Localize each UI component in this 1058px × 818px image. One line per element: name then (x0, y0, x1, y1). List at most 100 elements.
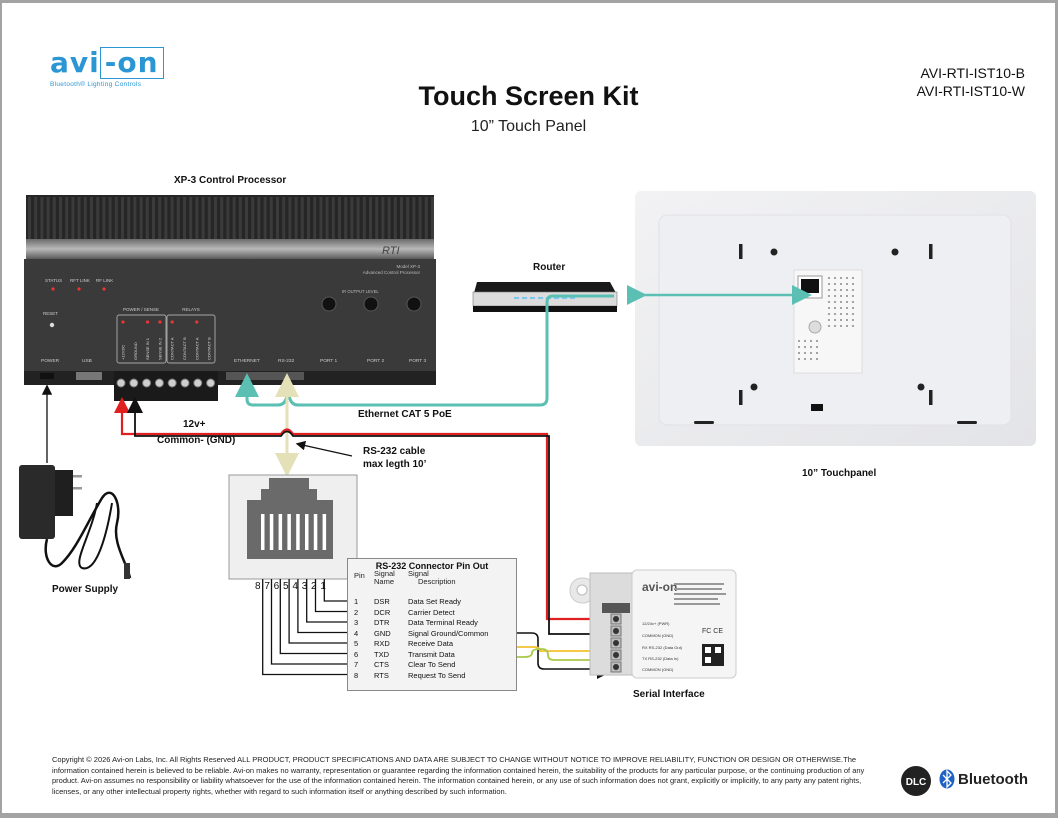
heatsink-fin (251, 197, 255, 239)
heatsink-fin (214, 197, 217, 239)
router-label: Router (533, 262, 566, 273)
pinout-header-desc-1: Signal (408, 569, 429, 578)
router-led (530, 297, 535, 299)
terminal-label: CONTACT B (182, 337, 187, 360)
rj45-pin-wires (262, 579, 347, 676)
terminal-label: CONTACT A (170, 337, 175, 360)
rj45-pin-numbers: 8 7 6 5 4 3 2 1 (255, 581, 326, 592)
vent-hole (828, 307, 830, 309)
heatsink-fin (319, 197, 323, 239)
vent-hole (834, 277, 836, 279)
vent-hole (846, 289, 848, 291)
heatsink-fin (381, 197, 385, 239)
relays-label: RELAYS (182, 307, 199, 312)
heatsink-fin (133, 197, 137, 239)
pinout-title: RS-232 Connector Pin Out (375, 561, 489, 571)
power-positive-label: 12v+ (183, 419, 206, 430)
vent-hole (828, 313, 830, 315)
serial-terminal-label-5: COMMON (GND) (642, 667, 674, 672)
ir-knob-1[interactable] (321, 296, 337, 312)
vent-hole (846, 301, 848, 303)
rs232-note-line2: max legth 10’ (363, 459, 427, 470)
bluetooth-icon (939, 769, 955, 789)
signal-description: Receive Data (408, 639, 454, 648)
heatsink-fin (338, 197, 341, 239)
ir-knob-3[interactable] (406, 296, 422, 312)
pin-wire (314, 579, 347, 613)
screw-terminal (180, 378, 190, 388)
heatsink-fin (127, 197, 131, 239)
terminal-led (121, 320, 125, 324)
serial-interface-label: Serial Interface (633, 689, 705, 700)
vent-hole (810, 358, 812, 360)
vent-hole (828, 289, 830, 291)
power-common-label: Common- (GND) (157, 435, 236, 446)
port-label-rs232: RS-232 (278, 358, 295, 364)
status-led (51, 287, 55, 291)
rj45-contact (296, 514, 300, 550)
pin-number: 4 (354, 628, 359, 638)
terminal-label: CONTACT A (194, 337, 199, 360)
ir-knob-2[interactable] (363, 296, 379, 312)
signal-name: RXD (374, 639, 390, 648)
heatsink-fin (114, 197, 118, 239)
heatsink-fin (412, 197, 416, 239)
terminal-label: GROUND (133, 342, 138, 360)
heatsink-fin (28, 197, 31, 239)
heatsink-fin (232, 197, 236, 239)
led-label-rf-link: RF LINK (96, 278, 113, 283)
vent-hole (804, 346, 806, 348)
processor-label: XP-3 Control Processor (174, 175, 287, 186)
heatsink-fin (257, 197, 261, 239)
rj45-contact (313, 514, 318, 550)
heatsink-fin (269, 197, 273, 239)
vent-hole (804, 358, 806, 360)
terminal-block (114, 371, 218, 401)
heatsink-fin (369, 197, 372, 239)
rs232-note-arrow (295, 440, 353, 457)
heatsink-fin (325, 197, 329, 239)
vent-hole (840, 283, 842, 285)
port-label-power: POWER (41, 358, 60, 364)
vent-hole (834, 295, 836, 297)
vent-hole (828, 301, 830, 303)
reset-button[interactable] (49, 322, 55, 328)
serial-terminal-screw (613, 640, 619, 646)
vent-hole (798, 358, 800, 360)
heatsink-fin (164, 197, 168, 239)
serial-terminal-screw (613, 628, 619, 634)
power-supply-image (19, 465, 132, 579)
rj45-contact (322, 514, 327, 550)
serial-terminal-screw (613, 664, 619, 670)
dlc-badge-text: DLC (906, 777, 927, 788)
heatsink-fin (344, 197, 348, 239)
heatsink-fin (52, 197, 56, 239)
heatsink-fin (300, 197, 304, 239)
vent-hole (840, 289, 842, 291)
vent-hole (816, 346, 818, 348)
heatsink-fin (152, 197, 155, 239)
terminal-label: SENSE IN 1 (145, 337, 150, 360)
rf-link-led (102, 287, 106, 291)
heatsink-fin (83, 197, 87, 239)
rj45-contact (261, 514, 265, 550)
touchpanel-image (635, 191, 1036, 446)
power-jack (40, 373, 54, 379)
heatsink-fin (282, 197, 286, 239)
rj45-contact (287, 514, 291, 550)
heatsink-fin (263, 197, 267, 239)
heatsink-fin (195, 197, 199, 239)
heatsink-fin (183, 197, 186, 239)
heatsink-fin (176, 197, 180, 239)
vent-hole (828, 325, 830, 327)
model-numbers: AVI-RTI-IST10-B AVI-RTI-IST10-W (917, 64, 1025, 100)
vent-hole (840, 325, 842, 327)
vent-hole (810, 340, 812, 342)
heatsink-fin (331, 197, 335, 239)
